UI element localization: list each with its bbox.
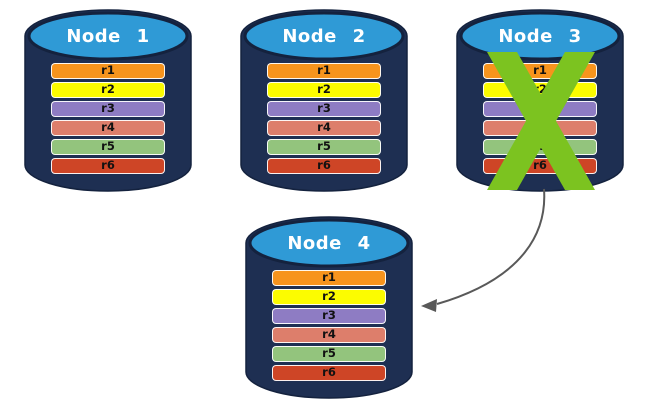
arrow-curve <box>436 188 546 305</box>
row-r5: r5 <box>267 139 381 155</box>
row-r3: r3 <box>267 101 381 117</box>
arrow-head <box>421 299 437 312</box>
row-r3: r3 <box>272 308 386 324</box>
cylinder-top-ellipse <box>248 218 410 268</box>
node-title: Node 3 <box>498 25 582 47</box>
row-r2: r2 <box>272 289 386 305</box>
node-2: Node 2 r1 r2 r3 r4 r5 r6 <box>238 8 410 192</box>
row-r1: r1 <box>51 63 165 79</box>
row-r6: r6 <box>51 158 165 174</box>
cylinder-top-ellipse <box>27 11 189 61</box>
node-title: Node 4 <box>287 232 371 254</box>
row-r2: r2 <box>51 82 165 98</box>
row-stack: r1 r2 r3 r4 r5 r6 <box>267 63 381 177</box>
node-1: Node 1 r1 r2 r3 r4 r5 r6 <box>22 8 194 192</box>
cylinder-top-ellipse <box>459 11 621 61</box>
node-3: Node 3 r1 r2 r3 r4 r5 r6 <box>454 8 626 192</box>
row-r3: r3 <box>51 101 165 117</box>
row-r1: r1 <box>267 63 381 79</box>
row-r2: r2 <box>267 82 381 98</box>
row-r4: r4 <box>267 120 381 136</box>
node-title: Node 1 <box>66 25 150 47</box>
cylinder-top-ellipse <box>243 11 405 61</box>
row-r5: r5 <box>51 139 165 155</box>
row-r4: r4 <box>272 327 386 343</box>
row-stack: r1 r2 r3 r4 r5 r6 <box>272 270 386 384</box>
row-r4: r4 <box>51 120 165 136</box>
failure-x-icon <box>487 52 595 190</box>
row-stack: r1 r2 r3 r4 r5 r6 <box>51 63 165 177</box>
row-r6: r6 <box>267 158 381 174</box>
row-r5: r5 <box>272 346 386 362</box>
row-r6: r6 <box>272 365 386 381</box>
node-title: Node 2 <box>282 25 366 47</box>
row-r1: r1 <box>272 270 386 286</box>
node-4: Node 4 r1 r2 r3 r4 r5 r6 <box>243 215 415 399</box>
